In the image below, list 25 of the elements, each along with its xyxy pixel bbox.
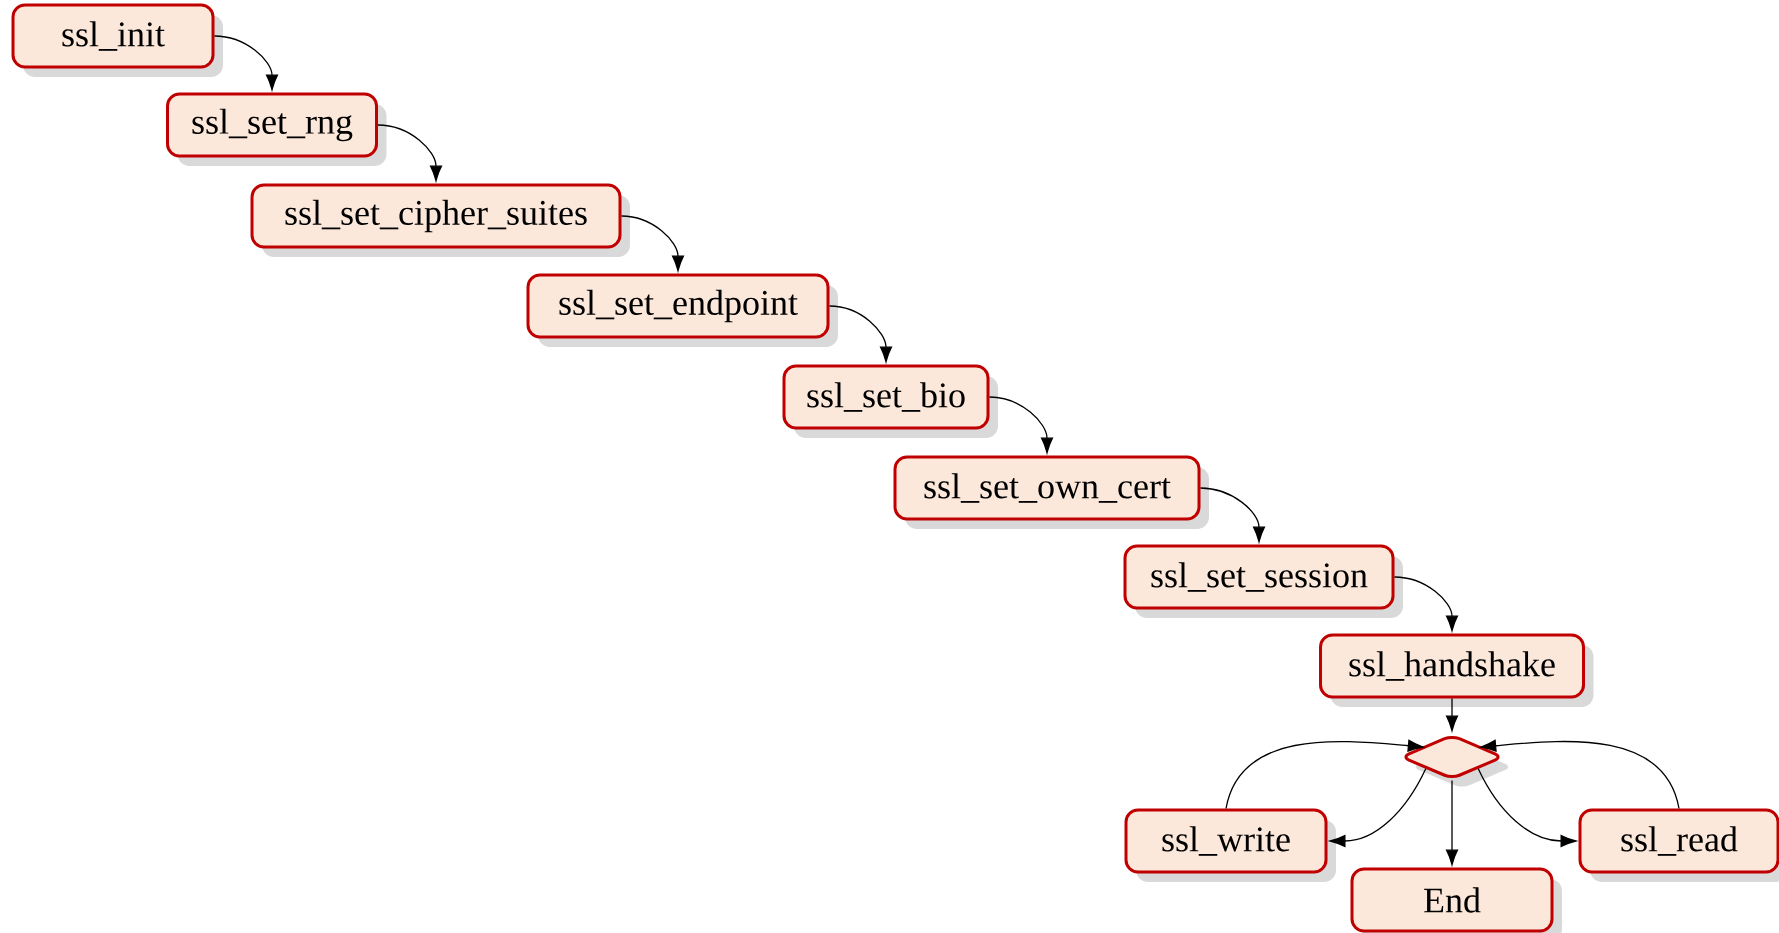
arrow bbox=[1480, 739, 1680, 810]
arrow bbox=[620, 215, 685, 272]
arrow bbox=[828, 305, 893, 363]
process-box: ssl_init bbox=[11, 3, 223, 77]
process-box: ssl_set_rng bbox=[166, 92, 387, 166]
process-box: ssl_read bbox=[1578, 808, 1779, 882]
process-box: ssl_set_bio bbox=[782, 364, 998, 438]
arrow bbox=[1446, 779, 1459, 866]
process-box: ssl_set_session bbox=[1123, 544, 1403, 618]
process-box: ssl_write bbox=[1124, 808, 1336, 882]
arrow bbox=[988, 396, 1054, 454]
arrow bbox=[1329, 768, 1427, 848]
decision-diamond bbox=[1404, 735, 1509, 787]
arrow bbox=[377, 124, 443, 182]
arrow bbox=[1477, 768, 1577, 848]
process-box: ssl_set_cipher_suites bbox=[250, 183, 630, 257]
arrow bbox=[1199, 487, 1266, 543]
process-box: ssl_set_endpoint bbox=[526, 273, 838, 347]
process-box: ssl_set_own_cert bbox=[893, 455, 1209, 529]
arrow bbox=[1225, 739, 1424, 810]
arrow bbox=[1393, 576, 1459, 632]
process-box: End bbox=[1350, 867, 1562, 933]
arrow bbox=[213, 35, 279, 91]
arrow bbox=[1446, 697, 1459, 732]
process-box: ssl_handshake bbox=[1319, 633, 1594, 707]
